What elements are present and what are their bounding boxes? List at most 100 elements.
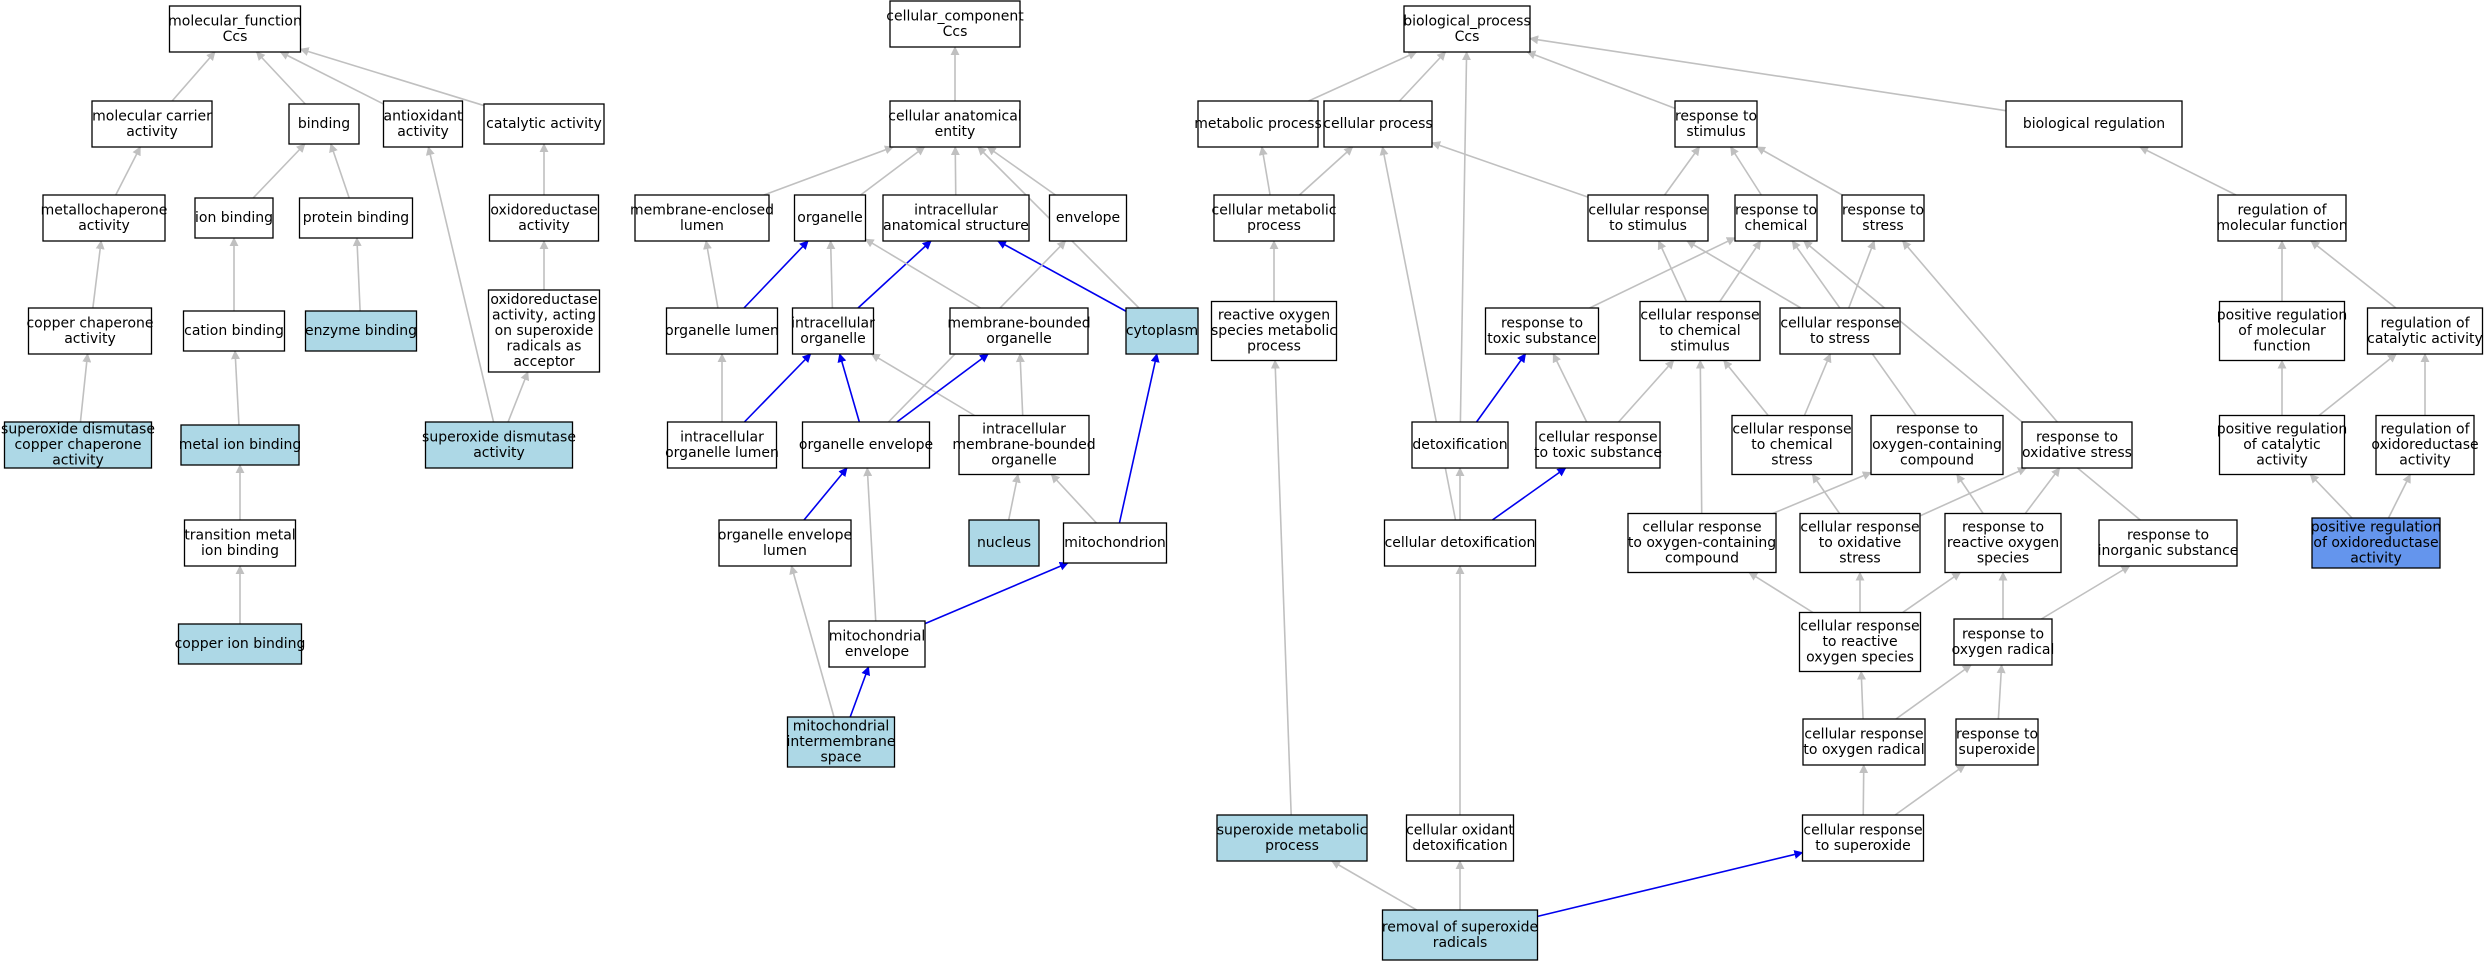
node-metal-ion[interactable]: metal ion binding xyxy=(179,424,302,466)
node-cytoplasm[interactable]: cytoplasm xyxy=(1125,307,1199,355)
edge-intracellular_mb-to-membrane_bounded xyxy=(1015,353,1025,416)
node-detox[interactable]: detoxification xyxy=(1411,421,1509,469)
node-box xyxy=(1213,194,1335,242)
node-organelle-lumen[interactable]: organelle lumen xyxy=(665,307,779,355)
node-catalytic[interactable]: catalytic activity xyxy=(483,103,605,145)
edge-detox-to-bp xyxy=(1459,51,1471,423)
node-organelle-envelope[interactable]: organelle envelope xyxy=(799,421,933,469)
node-cell-detox[interactable]: cellular detoxification xyxy=(1383,519,1537,567)
node-box xyxy=(168,5,302,53)
node-mitochondrion[interactable]: mitochondrion xyxy=(1062,522,1168,564)
node-binding[interactable]: binding xyxy=(288,103,360,145)
node-box xyxy=(182,310,286,352)
node-label-line: response to xyxy=(1842,202,1924,218)
node-label-line: cellular_component xyxy=(886,8,1024,24)
node-label-line: activity xyxy=(518,218,570,234)
node-nucleus[interactable]: nucleus xyxy=(968,519,1040,567)
node-copper-ion[interactable]: copper ion binding xyxy=(175,623,306,665)
node-box xyxy=(382,100,464,148)
edge-metallochaperone-to-mol_carrier xyxy=(115,146,141,196)
node-label-line: mitochondrion xyxy=(1064,535,1166,551)
edge-pos_reg_oxidored-to-pos_reg_cat xyxy=(2309,473,2353,519)
node-label-line: activity xyxy=(2256,453,2308,469)
node-label-line: membrane-bounded xyxy=(947,315,1090,331)
node-box xyxy=(1381,909,1539,961)
node-metabolic[interactable]: metabolic process xyxy=(1194,100,1322,148)
node-protein-binding[interactable]: protein binding xyxy=(298,197,414,239)
edge-cytoplasm-to-intracellular_anat xyxy=(997,240,1127,312)
node-ion-binding[interactable]: ion binding xyxy=(194,197,274,239)
node-label-line: reactive oxygen xyxy=(1218,308,1330,324)
node-box xyxy=(1587,194,1709,242)
node-envelope[interactable]: envelope xyxy=(1048,194,1128,242)
node-enzyme-binding[interactable]: enzyme binding xyxy=(304,310,418,352)
node-cation-binding[interactable]: cation binding xyxy=(182,310,286,352)
edge-cell_resp_superoxide-to-resp_superoxide xyxy=(1894,764,1966,816)
node-box xyxy=(882,194,1030,242)
edge-organelle_lumen-to-membrane_lumen xyxy=(703,240,719,309)
node-organelle[interactable]: organelle xyxy=(793,194,867,242)
node-label-line: response to xyxy=(1501,315,1583,331)
node-label-line: function xyxy=(2253,339,2310,355)
node-label-line: membrane-enclosed xyxy=(630,202,774,218)
node-cellular-process[interactable]: cellular process xyxy=(1323,100,1433,148)
node-bio-reg[interactable]: biological regulation xyxy=(2005,100,2183,148)
node-label-line: superoxide dismutase xyxy=(422,429,576,445)
node-label-line: positive regulation xyxy=(2217,422,2347,438)
